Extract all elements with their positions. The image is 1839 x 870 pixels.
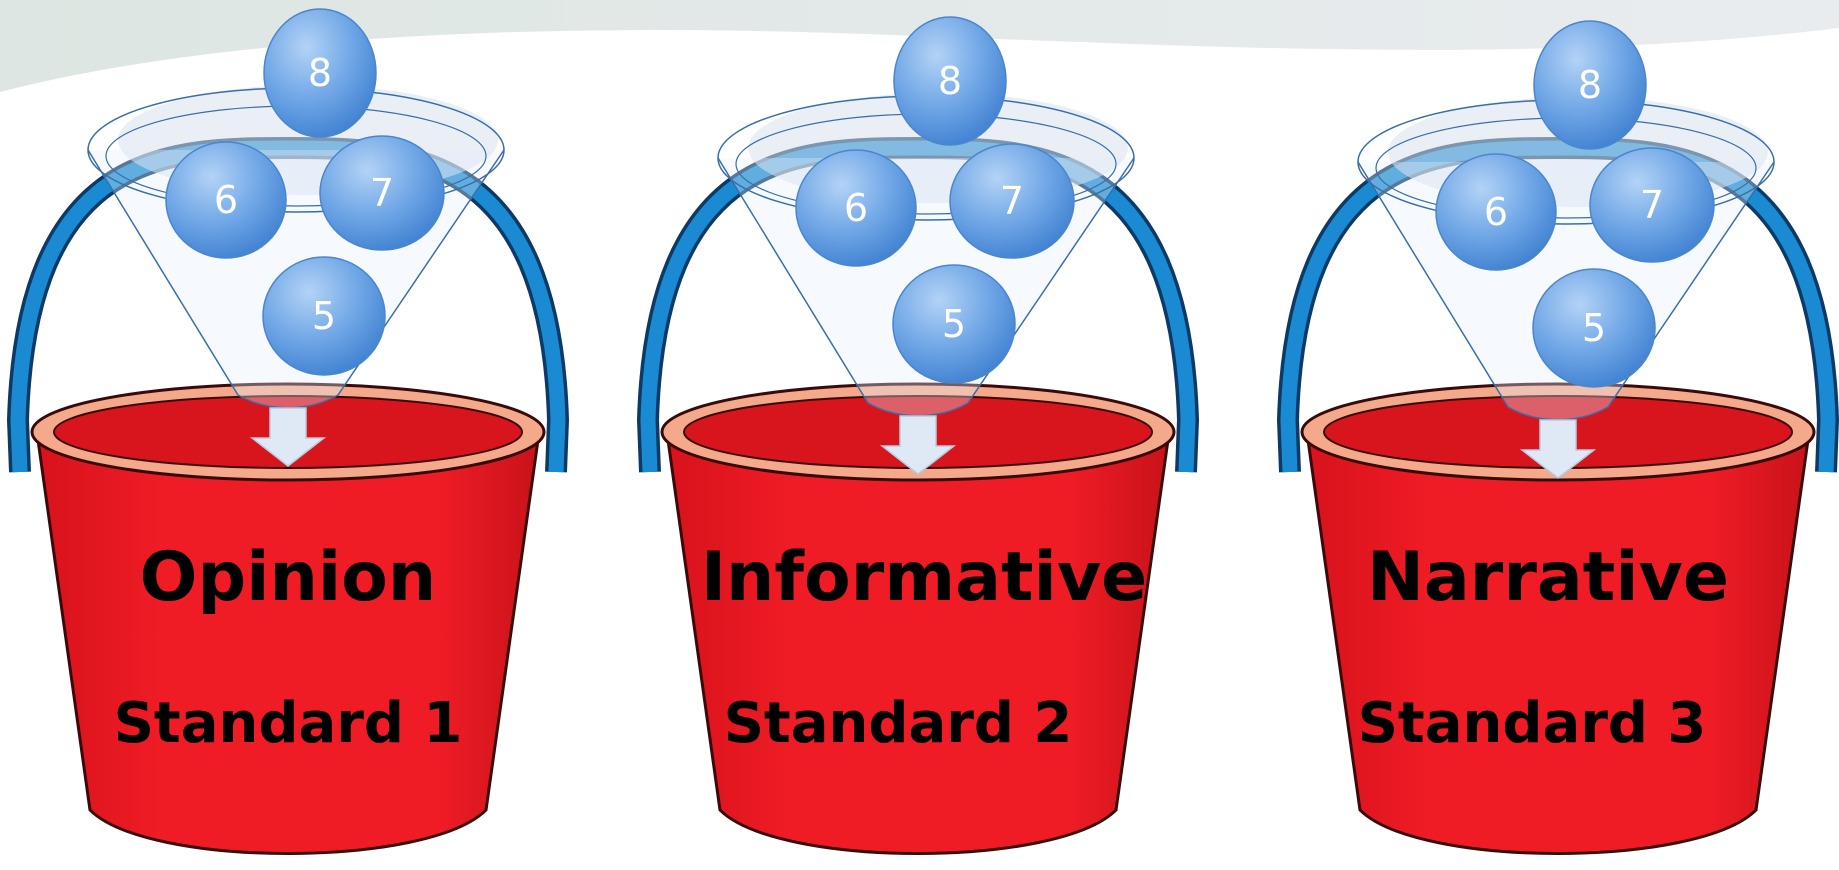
ball-5 <box>1532 268 1656 388</box>
ball-5 <box>892 264 1016 384</box>
bucket-standard-label: Standard 1 <box>114 691 463 756</box>
ball-6-label: 6 <box>214 178 238 222</box>
ball-7 <box>319 135 445 251</box>
bucket-body <box>1306 438 1810 855</box>
ball-7 <box>1589 147 1715 263</box>
bucket-title: Narrative <box>1367 538 1729 617</box>
ball-8 <box>263 8 377 138</box>
ball-6 <box>1435 153 1557 271</box>
bucket-standard-label: Standard 3 <box>1358 691 1707 756</box>
ball-5-label: 5 <box>312 294 336 338</box>
ball-5-label: 5 <box>942 302 966 346</box>
ball-8 <box>893 16 1007 146</box>
ball-8-label: 8 <box>1578 63 1602 107</box>
ball-6 <box>795 149 917 267</box>
ball-8-label: 8 <box>938 59 962 103</box>
bucket-title: Informative <box>701 538 1148 617</box>
ball-5 <box>262 256 386 376</box>
down-arrow-icon <box>1519 419 1597 479</box>
ball-6-label: 6 <box>844 186 868 230</box>
bucket-standard-label: Standard 2 <box>724 691 1073 756</box>
ball-8-label: 8 <box>308 51 332 95</box>
ball-6-label: 6 <box>1484 190 1508 234</box>
ball-7 <box>949 143 1075 259</box>
background-band <box>0 0 1839 92</box>
ball-6 <box>165 141 287 259</box>
down-arrow-icon <box>879 415 957 475</box>
ball-5-label: 5 <box>1582 306 1606 350</box>
ball-8 <box>1533 20 1647 150</box>
bucket-title: Opinion <box>140 538 437 617</box>
ball-7-label: 7 <box>370 171 394 215</box>
ball-7-label: 7 <box>1640 183 1664 227</box>
bucket-body <box>666 438 1170 855</box>
down-arrow-icon <box>249 407 327 467</box>
ball-7-label: 7 <box>1000 179 1024 223</box>
bucket-body <box>36 438 540 855</box>
